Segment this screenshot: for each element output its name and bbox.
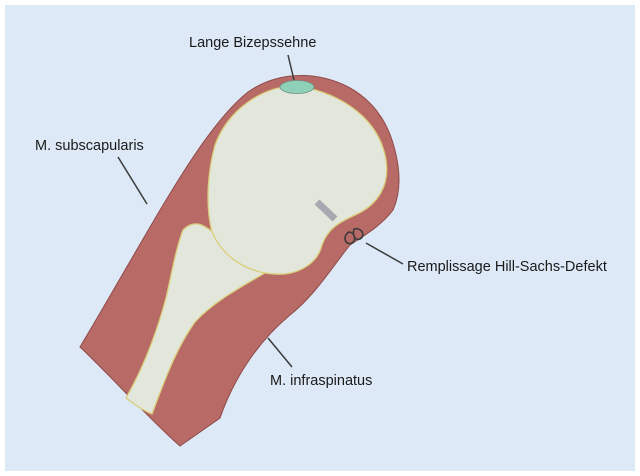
leader-subscapularis [118, 157, 147, 204]
label-infraspinatus: M. infraspinatus [270, 373, 372, 389]
label-subscapularis: M. subscapularis [35, 138, 144, 154]
humeral-head [208, 86, 387, 274]
leader-remplissage [366, 243, 403, 264]
label-biceps: Lange Bizepssehne [189, 35, 316, 51]
label-remplissage: Remplissage Hill-Sachs-Defekt [407, 259, 607, 275]
biceps-tendon [280, 81, 314, 94]
leader-infraspinatus [268, 338, 292, 367]
